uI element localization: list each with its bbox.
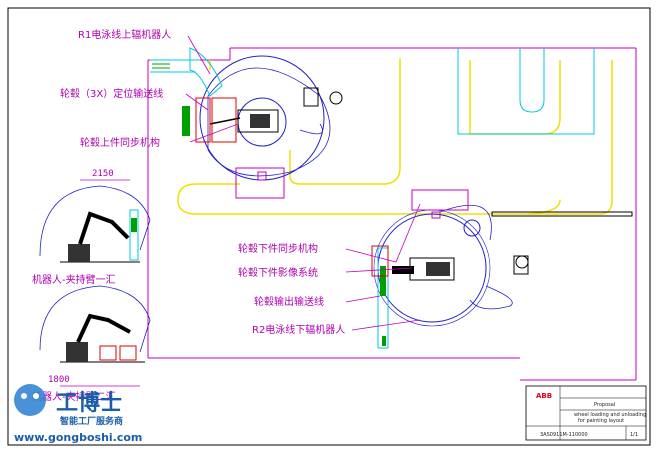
robot-station-r2 <box>371 189 633 349</box>
watermark-url: www.gongboshi.com <box>14 431 142 444</box>
label-r1-conveyor: 轮毂（3X）定位输送线 <box>60 87 163 100</box>
label-r2-vision: 轮毂下件影像系统 <box>238 266 318 279</box>
label-upper-sync: 轮毂上件同步机构 <box>80 136 160 149</box>
label-robot-cell-2: 机器人-夹持臂二汇 <box>32 390 116 403</box>
aisle-path-main <box>289 58 401 185</box>
watermark-mascot-icon <box>14 384 46 416</box>
title-block: ABB Proposal wheel loading and unloading… <box>525 385 647 441</box>
title-brand: ABB <box>536 392 552 400</box>
dimension-bottom: 1800 <box>48 375 70 385</box>
label-r2-lower-sync: 轮毂下件同步机构 <box>238 242 318 255</box>
title-drawing-no: 3AS0911M-110000 <box>540 432 588 438</box>
aisle-path-lower <box>177 60 613 215</box>
title-sheet: 1/1 <box>630 432 638 438</box>
booth-outline <box>457 48 595 135</box>
drawing-frame <box>7 7 651 446</box>
label-r2-robot: R2电泳线下辐机器人 <box>252 323 345 336</box>
robot-elevation-2 <box>39 285 151 387</box>
robot-station-r1 <box>150 47 343 199</box>
leader-lines <box>185 35 421 331</box>
label-output-conveyor: 轮毂输出输送线 <box>254 295 324 308</box>
title-line2: wheel loading and unloading <box>574 412 646 418</box>
watermark: 工博士 智能工厂服务商 www.gongboshi.com <box>14 384 142 444</box>
robot-elevation-1 <box>39 179 151 263</box>
title-line3: for painting layout <box>578 418 624 424</box>
floor-boundary <box>147 47 637 381</box>
watermark-brand: 工博士 <box>56 390 122 416</box>
label-robot-cell-1: 机器人-夹持臂一汇 <box>32 273 116 286</box>
title-line1: Proposal <box>594 402 615 408</box>
watermark-slogan: 智能工厂服务商 <box>60 415 123 427</box>
dimension-top: 2150 <box>92 169 114 179</box>
label-r1-robot: R1电泳线上辐机器人 <box>78 28 171 41</box>
